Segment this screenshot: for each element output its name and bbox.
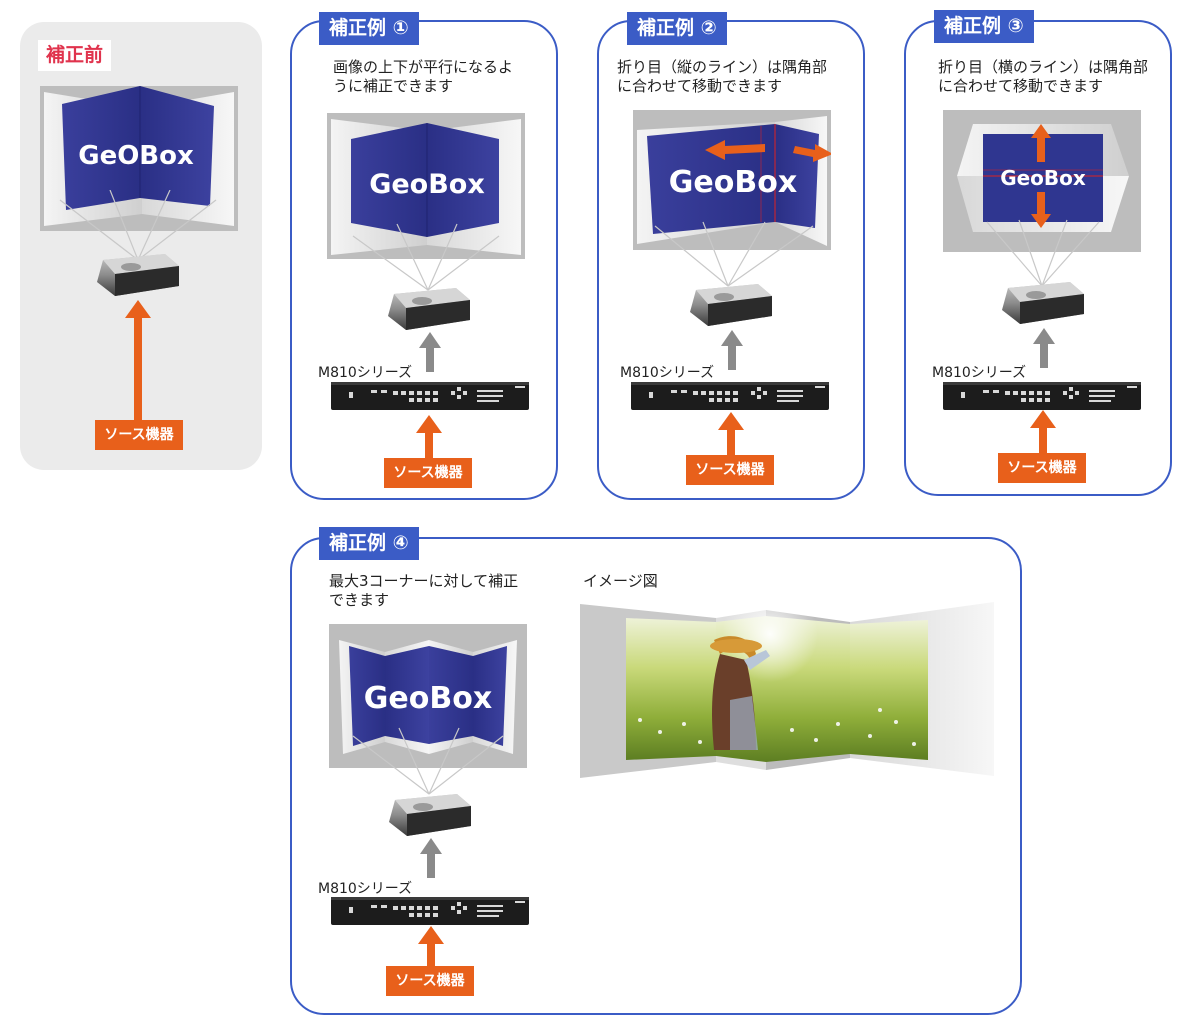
- example-4-screen-text: GeoBox: [364, 681, 492, 716]
- example-4-screen-illustration: GeoBox: [329, 624, 527, 768]
- example-2-signal-arrow-icon: [718, 412, 744, 456]
- example-3-m810-device-icon: [943, 382, 1141, 410]
- before-signal-arrow-icon: [125, 300, 151, 422]
- example-4-description-line-2: できます: [329, 591, 390, 609]
- example-4-title: 補正例 ④: [319, 527, 419, 560]
- example-4-description-line-1: 最大3コーナーに対して補正: [329, 572, 519, 590]
- example-3-title: 補正例 ③: [934, 10, 1034, 43]
- example-3-description-line-2: に合わせて移動できます: [938, 77, 1104, 95]
- example-1-title: 補正例 ①: [319, 12, 419, 45]
- example-2-projection-rays: [654, 221, 814, 287]
- example-3-panel: [904, 20, 1172, 496]
- example-1-screen-text: GeoBox: [369, 169, 485, 200]
- example-1-projector-icon: [388, 288, 470, 330]
- example-4-image-label: イメージ図: [583, 572, 658, 590]
- example-2-source-device: ソース機器: [686, 455, 774, 485]
- example-1-signal-arrow-icon: [416, 415, 442, 459]
- example-2-projector-icon: [690, 284, 772, 326]
- example-2-description: 折り目（縦のライン）は隅角部 に合わせて移動できます: [617, 58, 857, 96]
- example-3-signal-arrow-icon: [1030, 410, 1056, 454]
- example-3-series-label: M810シリーズ: [932, 365, 1027, 381]
- example-4-folded-wall-photo: [580, 600, 994, 778]
- example-2-left-arrow-icon: [705, 140, 765, 160]
- example-4-projector-icon: [389, 794, 471, 836]
- example-2-series-label: M810シリーズ: [620, 365, 715, 381]
- example-1-source-device: ソース機器: [384, 458, 472, 488]
- example-4-signal-arrow-icon: [418, 926, 444, 970]
- example-4-description: 最大3コーナーに対して補正 できます: [329, 572, 559, 610]
- example-3-source-device: ソース機器: [998, 453, 1086, 483]
- example-3-screen-illustration: GeoBox: [943, 110, 1141, 252]
- example-1-description: 画像の上下が平行になるよ うに補正できます: [333, 58, 543, 96]
- example-1-screen-illustration: GeoBox: [327, 113, 525, 259]
- example-2-screen-illustration: GeoBox: [633, 110, 831, 250]
- example-2-m810-device-icon: [631, 382, 829, 410]
- example-2-right-arrow-icon: [793, 144, 831, 162]
- example-2-description-line-1: 折り目（縦のライン）は隅角部: [617, 58, 828, 76]
- example-3-up-arrow-icon: [1031, 124, 1051, 162]
- example-3-description-line-1: 折り目（横のライン）は隅角部: [938, 58, 1149, 76]
- example-3-gray-arrow-icon: [1033, 328, 1055, 368]
- example-1-series-label: M810シリーズ: [318, 365, 413, 381]
- example-1-panel: [290, 20, 558, 500]
- example-2-title: 補正例 ②: [627, 12, 727, 45]
- before-screen-text: GeOBox: [78, 141, 194, 171]
- example-3-down-arrow-icon: [1031, 192, 1051, 228]
- before-screen-illustration: GeOBox: [40, 86, 238, 231]
- example-2-description-line-2: に合わせて移動できます: [617, 77, 783, 95]
- before-projector-icon: [97, 254, 179, 296]
- before-projection-rays: [59, 190, 217, 261]
- example-1-description-line-2: うに補正できます: [333, 77, 454, 95]
- example-4-source-device: ソース機器: [386, 966, 474, 996]
- example-4-projection-rays: [352, 727, 504, 795]
- example-1-m810-device-icon: [331, 382, 529, 410]
- example-1-gray-arrow-icon: [419, 332, 441, 372]
- example-1-description-line-1: 画像の上下が平行になるよ: [333, 58, 514, 76]
- example-3-projector-icon: [1002, 282, 1084, 324]
- before-title: 補正前: [38, 40, 112, 71]
- before-source-device: ソース機器: [95, 420, 183, 450]
- example-2-gray-arrow-icon: [721, 330, 743, 370]
- example-4-m810-device-icon: [331, 897, 529, 925]
- example-2-screen-text: GeoBox: [669, 165, 797, 200]
- example-4-series-label: M810シリーズ: [318, 881, 413, 897]
- example-3-screen-text: GeoBox: [1000, 166, 1086, 190]
- example-3-projection-rays: [986, 219, 1100, 287]
- example-1-projection-rays: [352, 223, 500, 291]
- example-4-gray-arrow-icon: [420, 838, 442, 878]
- example-3-description: 折り目（横のライン）は隅角部 に合わせて移動できます: [938, 58, 1168, 96]
